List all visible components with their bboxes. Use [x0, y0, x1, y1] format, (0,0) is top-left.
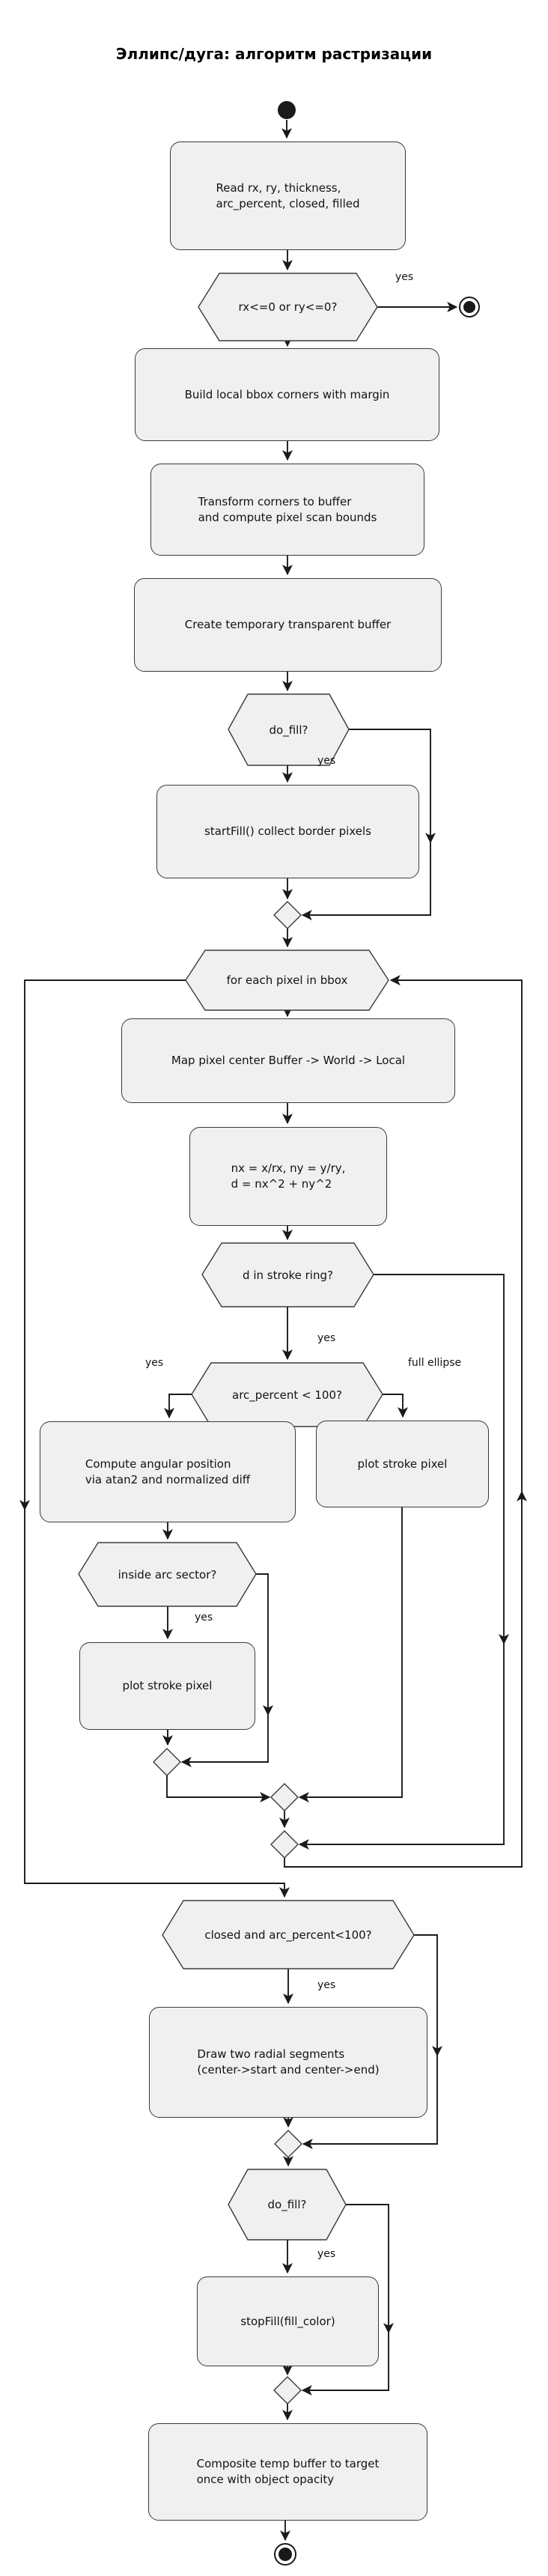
start-node [278, 101, 296, 119]
decision-do-fill-2-label: do_fill? [267, 2198, 307, 2211]
activity-normalize: nx = x/rx, ny = y/ry, d = nx^2 + ny^2 [189, 1127, 387, 1226]
activity-read-params: Read rx, ry, thickness, arc_percent, clo… [170, 142, 406, 250]
loop-foreach-pixel-label: for each pixel in bbox [226, 973, 348, 987]
activity-build-bbox-label: Build local bbox corners with margin [184, 387, 390, 401]
merge-diamond-4 [270, 1830, 299, 1859]
activity-angular-position-label: Compute angular position via atan2 and n… [85, 1456, 251, 1486]
activity-transform-corners: Transform corners to buffer and compute … [150, 464, 424, 556]
decision-stroke-ring-hexagon [201, 1242, 374, 1307]
edge-label-full-ellipse: full ellipse [408, 1357, 462, 1369]
activity-build-bbox: Build local bbox corners with margin [135, 348, 439, 441]
merge-diamond-2 [153, 1748, 181, 1776]
activity-angular-position: Compute angular position via atan2 and n… [40, 1421, 296, 1522]
edge-label-yes-arc-percent: yes [145, 1357, 164, 1369]
decision-inside-arc-label: inside arc sector? [118, 1567, 217, 1582]
merge-diamond-1 [273, 901, 302, 929]
decision-arc-percent-label: arc_percent < 100? [232, 1388, 342, 1402]
activity-plot-stroke-right-label: plot stroke pixel [357, 1456, 448, 1471]
activity-read-params-label: Read rx, ry, thickness, arc_percent, clo… [216, 180, 360, 210]
merge-diamond-6 [273, 2376, 302, 2405]
edge-label-yes-do-fill-2: yes [317, 2248, 336, 2260]
edge-label-yes-stroke-ring: yes [317, 1332, 336, 1344]
activity-create-buffer: Create temporary transparent buffer [134, 578, 442, 672]
activity-normalize-label: nx = x/rx, ny = y/ry, d = nx^2 + ny^2 [231, 1161, 346, 1191]
activity-start-fill: startFill() collect border pixels [156, 785, 419, 878]
decision-stroke-ring-label: d in stroke ring? [243, 1268, 333, 1282]
activity-plot-stroke-left: plot stroke pixel [79, 1642, 255, 1730]
merge-diamond-5 [274, 2130, 302, 2158]
decision-radii-hexagon [198, 273, 378, 341]
edge-label-yes-radii: yes [395, 271, 414, 283]
decision-closed-label: closed and arc_percent<100? [204, 1928, 372, 1942]
activity-map-pixel: Map pixel center Buffer -> World -> Loca… [121, 1018, 455, 1103]
edges [19, 120, 527, 2542]
end-node-final [274, 2543, 296, 2566]
activity-transform-corners-label: Transform corners to buffer and compute … [198, 494, 377, 524]
decision-do-fill-2-hexagon [228, 2169, 347, 2241]
end-node-early [459, 297, 480, 318]
edge-label-yes-do-fill-1: yes [317, 755, 336, 767]
activity-radial-segments: Draw two radial segments (center->start … [149, 2007, 427, 2118]
diagram-title: Эллипс/дуга: алгоритм растризации [115, 45, 433, 63]
decision-closed-hexagon [162, 1900, 415, 1969]
merge-diamond-3 [270, 1783, 299, 1811]
activity-plot-stroke-right: plot stroke pixel [316, 1421, 489, 1507]
activity-create-buffer-label: Create temporary transparent buffer [184, 618, 392, 631]
activity-map-pixel-label: Map pixel center Buffer -> World -> Loca… [171, 1054, 406, 1067]
activity-stop-fill-label: stopFill(fill_color) [240, 2314, 335, 2328]
edge-label-yes-closed: yes [317, 1979, 336, 1991]
activity-start-fill-label: startFill() collect border pixels [204, 824, 371, 838]
decision-inside-arc-hexagon [78, 1542, 257, 1607]
decision-do-fill-1-hexagon [228, 693, 350, 766]
activity-plot-stroke-left-label: plot stroke pixel [122, 1679, 213, 1692]
loop-foreach-pixel-hexagon [185, 950, 389, 1011]
decision-do-fill-1-label: do_fill? [269, 723, 308, 737]
decision-radii-label: rx<=0 or ry<=0? [238, 300, 338, 314]
edge-label-yes-inside-arc: yes [195, 1611, 213, 1623]
activity-composite-label: Composite temp buffer to target once wit… [196, 2457, 380, 2486]
activity-radial-segments-label: Draw two radial segments (center->start … [197, 2047, 380, 2077]
activity-composite: Composite temp buffer to target once wit… [148, 2423, 427, 2521]
activity-stop-fill: stopFill(fill_color) [197, 2276, 379, 2366]
